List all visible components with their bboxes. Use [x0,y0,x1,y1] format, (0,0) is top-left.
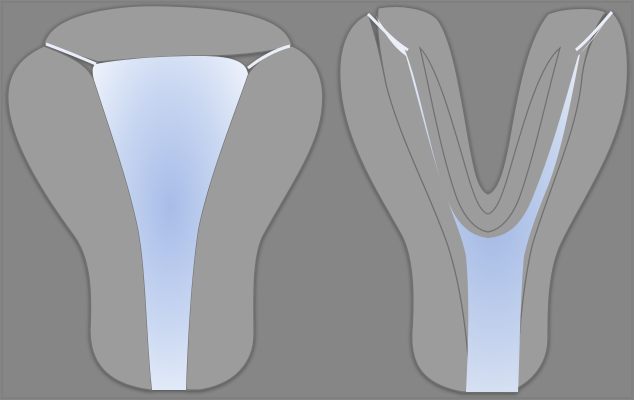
uterus-diagram [0,0,634,400]
diagram-canvas [0,0,634,400]
